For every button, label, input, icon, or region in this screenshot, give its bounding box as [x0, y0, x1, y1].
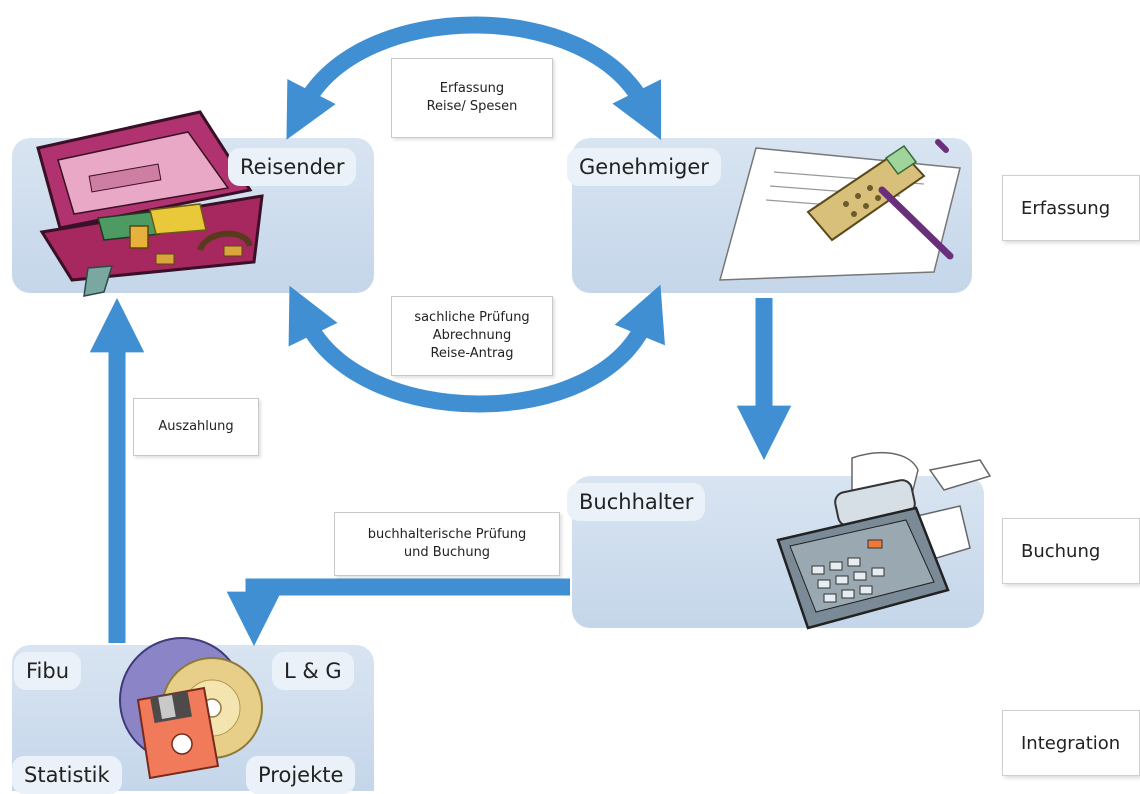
suitcase-icon: [36, 110, 264, 297]
note-booking: buchhalterische Prüfung und Buchung: [334, 512, 560, 576]
arrow-review-cycle: [288, 284, 665, 413]
note-review-line-1: sachliche Prüfung: [414, 309, 530, 325]
note-payout-line-1: Auszahlung: [158, 418, 234, 434]
arrow-capture-cycle: [286, 16, 662, 141]
stage-booking: Buchung: [1002, 518, 1140, 584]
module-fibu: Fibu: [14, 652, 82, 691]
note-capture-line-1: Erfassung: [439, 80, 505, 96]
note-booking-line-1: buchhalterische Prüfung: [367, 526, 527, 542]
note-capture-line-2: Reise/ Spesen: [426, 99, 518, 114]
cd-floppy-icon: [119, 637, 263, 780]
note-booking-line-2: und Buchung: [403, 545, 491, 560]
note-payout: Auszahlung: [133, 398, 259, 456]
module-statistik: Statistik: [12, 756, 122, 794]
printing-calculator-icon: [776, 451, 992, 630]
note-review-line-2: Abrechnung: [432, 327, 512, 343]
note-capture: Erfassung Reise/ Spesen: [391, 58, 553, 138]
module-lg: L & G: [272, 652, 354, 691]
role-approver: Genehmiger: [567, 148, 721, 187]
role-accountant: Buchhalter: [567, 483, 706, 522]
calculator-pen-icon: [719, 139, 961, 281]
note-review-line-3: Reise-Antrag: [430, 346, 514, 362]
stage-capture: Erfassung: [1002, 175, 1140, 241]
note-review: sachliche Prüfung Abrechnung Reise-Antra…: [391, 296, 553, 376]
arrow-accountant-to-systems: [226, 578, 570, 647]
module-projekte: Projekte: [246, 756, 356, 794]
role-traveler: Reisender: [228, 148, 357, 187]
stage-integration: Integration: [1002, 710, 1140, 776]
